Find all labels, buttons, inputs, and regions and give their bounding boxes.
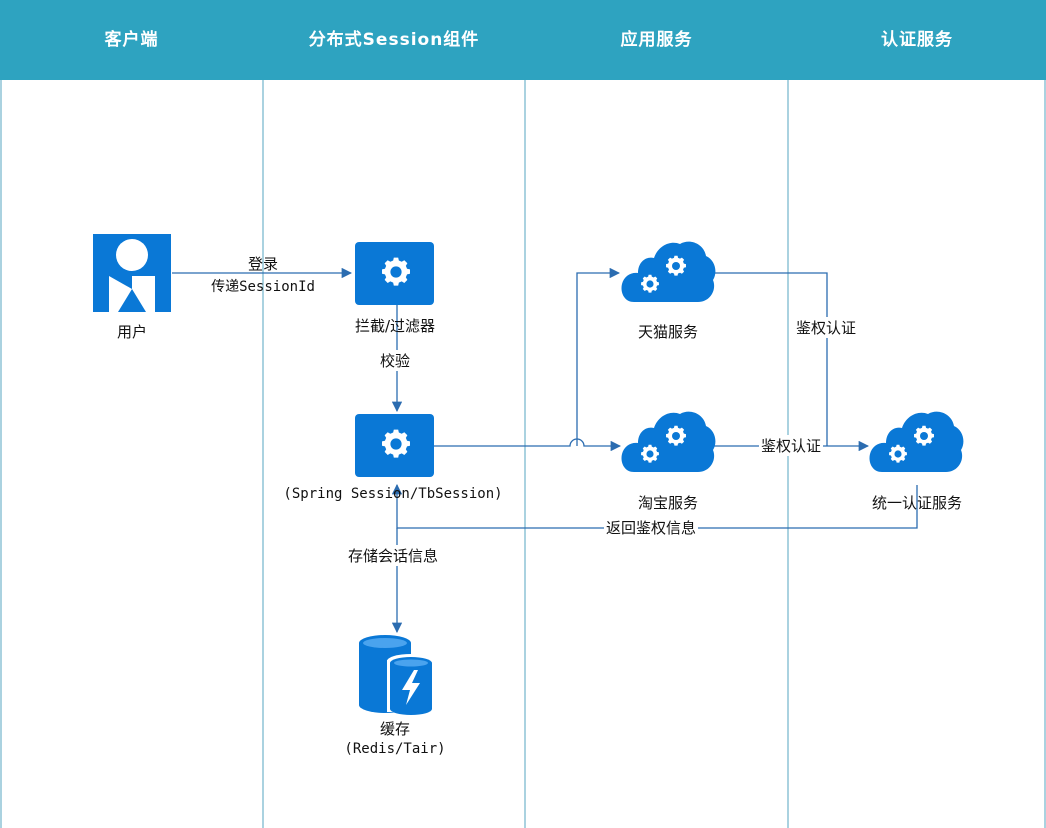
node-label-tmall: 天猫服务 [637,323,699,341]
edge-tmall-auth [712,272,828,446]
node-label-cache-sub: (Redis/Tair) [344,741,446,757]
edge-label-store: 存储会话信息 [345,545,441,566]
node-label-unified-auth: 统一认证服务 [871,494,963,512]
edge-label-verify: 校验 [377,350,413,371]
lane-title-app: 应用服务 [620,30,693,50]
edge-label-login-sessionid: 传递SessionId [211,279,315,295]
gear-icon [355,414,434,477]
lane-title-session: 分布式Session组件 [308,30,480,50]
database-icon [359,635,435,715]
lane-title-client: 客户端 [104,30,159,50]
edge-label-return-auth: 返回鉴权信息 [603,517,699,538]
node-label-session: (Spring Session/TbSession) [283,486,503,502]
user-icon [93,234,171,312]
cloud-gear-icon [622,412,716,472]
edge-label-login: 登录 [247,255,279,273]
node-label-user: 用户 [116,323,148,341]
cloud-gear-icon [870,412,964,472]
node-label-cache: 缓存 [379,720,411,738]
edge-session-taobao [434,438,622,452]
gear-icon [355,242,434,305]
header-band [0,0,1046,80]
node-label-taobao: 淘宝服务 [637,494,699,512]
edge-label-taobao-auth: 鉴权认证 [758,435,824,456]
cloud-gear-icon [622,242,716,302]
edge-session-tmall [576,267,621,446]
edge-label-tmall-auth: 鉴权认证 [793,317,859,338]
lane-title-auth: 认证服务 [881,30,953,50]
node-label-filter: 拦截/过滤器 [354,317,436,335]
